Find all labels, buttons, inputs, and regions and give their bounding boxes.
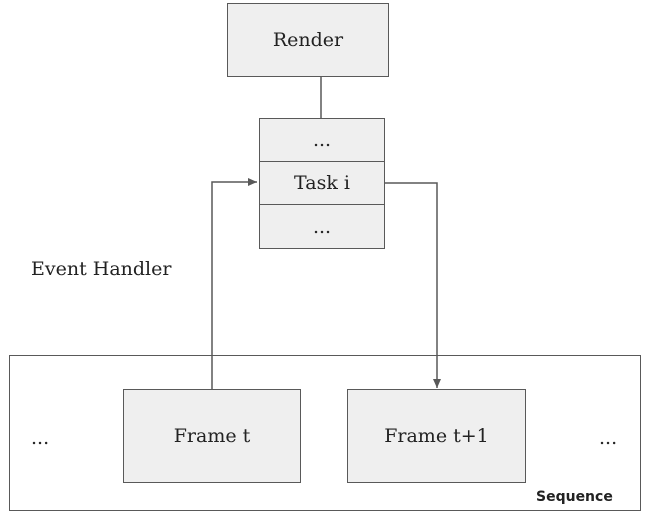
task-stack-item-task-i: Task i [259, 161, 385, 205]
frame-t-label: Frame t [173, 425, 251, 447]
frame-t-to-task-arrow [211, 178, 257, 389]
sequence-label: Sequence [536, 489, 613, 505]
render-box: Render [227, 3, 389, 77]
task-stack-ellipsis-top: ... [312, 129, 332, 151]
event-handler-label: Event Handler [31, 258, 172, 280]
sequence-left-ellipsis: ... [31, 427, 50, 449]
sequence-right-ellipsis: ... [599, 427, 618, 449]
task-stack-ellipsis-bottom: ... [312, 215, 332, 238]
task-to-frame-t1-arrow [385, 182, 441, 388]
frame-t-box: Frame t [123, 389, 301, 483]
frame-t-plus-1-label: Frame t+1 [384, 425, 489, 447]
frame-t-plus-1-box: Frame t+1 [347, 389, 526, 483]
sequence-container [9, 355, 641, 511]
task-stack-item-bottom: ... [259, 204, 385, 249]
task-stack-item-top: ... [259, 118, 385, 162]
task-i-label: Task i [294, 172, 350, 194]
render-label: Render [272, 29, 344, 51]
